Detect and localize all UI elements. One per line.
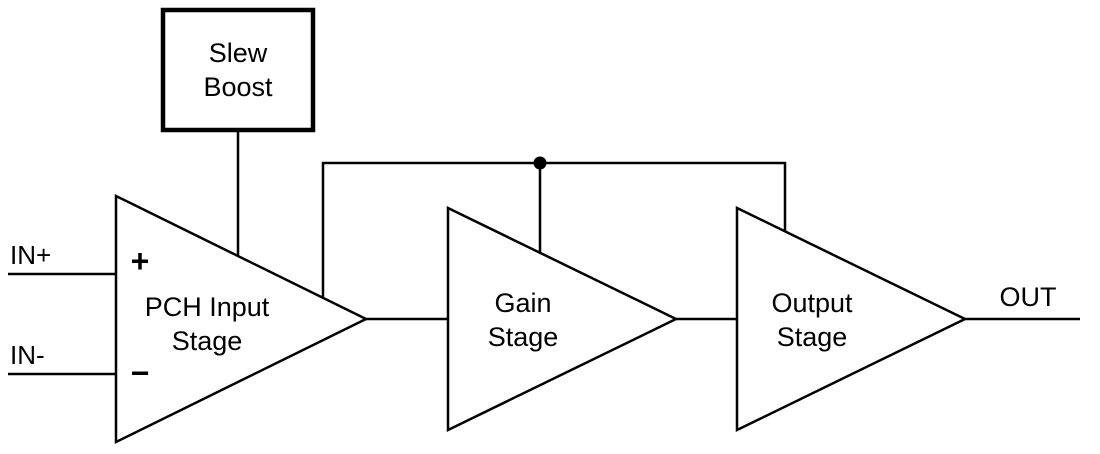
gain-stage-label-line1: Gain <box>494 288 551 318</box>
output-stage-label-line1: Output <box>771 288 853 318</box>
gain-stage-label-line2: Stage <box>488 322 559 352</box>
pch-input-stage-label-line2: Stage <box>172 326 243 356</box>
top-rail-wire <box>321 161 787 299</box>
output-stage-block <box>735 206 968 432</box>
minus-sign: − <box>131 355 150 391</box>
in-plus-port-label: IN+ <box>10 240 51 270</box>
slew-boost-block <box>160 7 316 133</box>
in-minus-port-label: IN- <box>10 340 45 370</box>
slew-boost-label-line2: Boost <box>203 72 273 102</box>
pch-input-stage-block <box>114 193 369 445</box>
gain-stage-block <box>446 206 679 432</box>
output-stage-label-line2: Stage <box>777 322 848 352</box>
plus-sign: + <box>131 243 150 279</box>
junction-dot <box>533 156 547 170</box>
out-port-label: OUT <box>1000 282 1057 312</box>
slew-boost-label-line1: Slew <box>209 38 268 68</box>
pch-input-stage-label-line1: PCH Input <box>145 292 270 322</box>
